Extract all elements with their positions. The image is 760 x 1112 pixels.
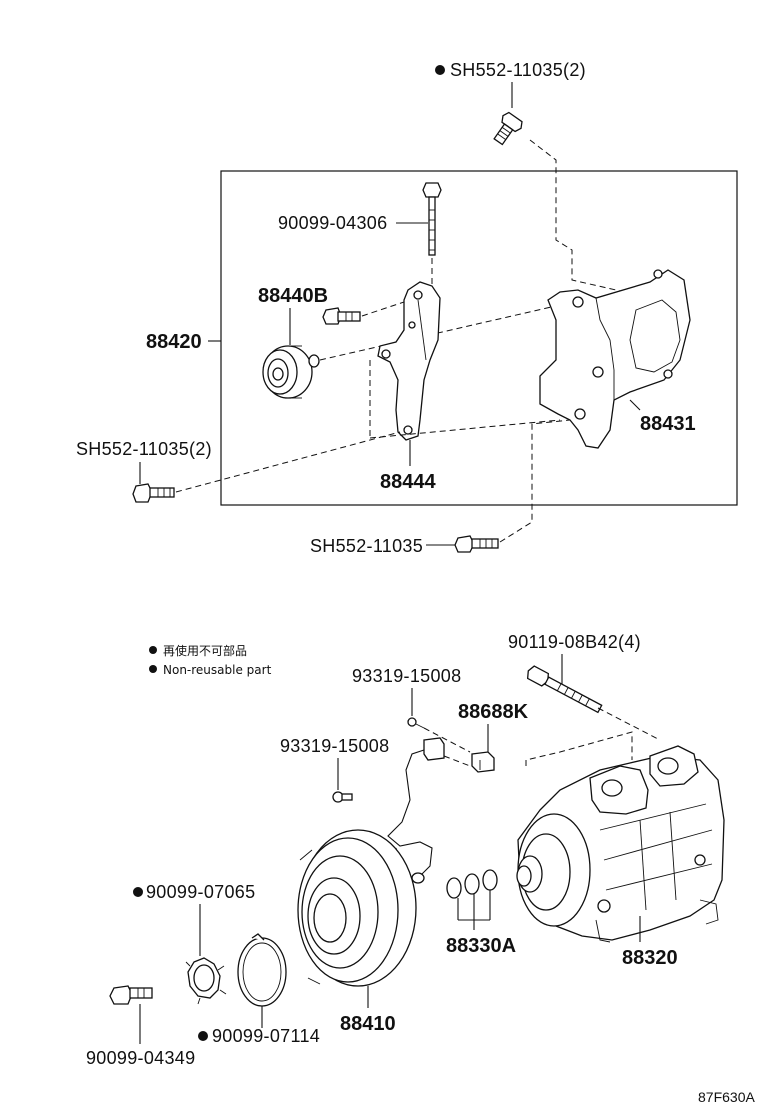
label-sh552-top: SH552-11035(2)	[450, 60, 586, 80]
compressor-88320	[516, 731, 725, 943]
idler-pulley	[262, 345, 320, 399]
bolt-sh552-top	[435, 65, 523, 146]
bracket-88444	[377, 281, 441, 441]
bolt-sh552-left	[132, 483, 175, 503]
diagram-code: 87F630A	[698, 1089, 755, 1105]
clutch-wire-harness	[387, 737, 445, 884]
label-88688k: 88688K	[458, 701, 529, 723]
bracket-88431	[539, 269, 691, 449]
label-88410: 88410	[340, 1013, 396, 1035]
label-88444: 88444	[380, 471, 436, 493]
bolt-90099-04349	[109, 985, 153, 1005]
label-88431: 88431	[640, 413, 696, 435]
label-88320: 88320	[622, 947, 678, 969]
label-93319-15008-a: 93319-15008	[352, 666, 461, 686]
lock-washer-90099-07065	[185, 957, 227, 1005]
clip-88688k	[471, 751, 495, 773]
bolt-sh552-bottom	[454, 535, 499, 553]
label-90099-07065: 90099-07065	[146, 882, 255, 902]
magnetic-clutch-88410	[297, 829, 417, 987]
legend-jp: 再使用不可部品	[163, 643, 247, 658]
label-93319-15008-b: 93319-15008	[280, 736, 389, 756]
label-90099-04306: 90099-04306	[278, 213, 387, 233]
bolt-88440b	[322, 307, 361, 325]
label-88330a: 88330A	[446, 935, 516, 957]
screw-93319-15008-a	[407, 717, 425, 729]
screw-93319-15008-b	[332, 791, 353, 803]
legend: 再使用不可部品 Non-reusable part	[149, 643, 272, 677]
label-90099-04349: 90099-04349	[86, 1048, 195, 1068]
label-88420: 88420	[146, 331, 202, 353]
assembly-box-88420	[220, 170, 738, 506]
label-sh552-bottom: SH552-11035	[310, 536, 423, 556]
label-90099-07114: 90099-07114	[212, 1026, 320, 1046]
label-88440b: 88440B	[258, 285, 328, 307]
snap-ring-90099-07114	[237, 933, 287, 1007]
bolt-90119-08b42	[526, 665, 603, 714]
legend-en: Non-reusable part	[163, 663, 272, 677]
label-sh552-left: SH552-11035(2)	[76, 439, 212, 459]
bolt-90099-04306	[422, 182, 442, 256]
label-90119-08b42: 90119-08B42(4)	[508, 632, 641, 652]
shims-88330a	[446, 869, 498, 930]
